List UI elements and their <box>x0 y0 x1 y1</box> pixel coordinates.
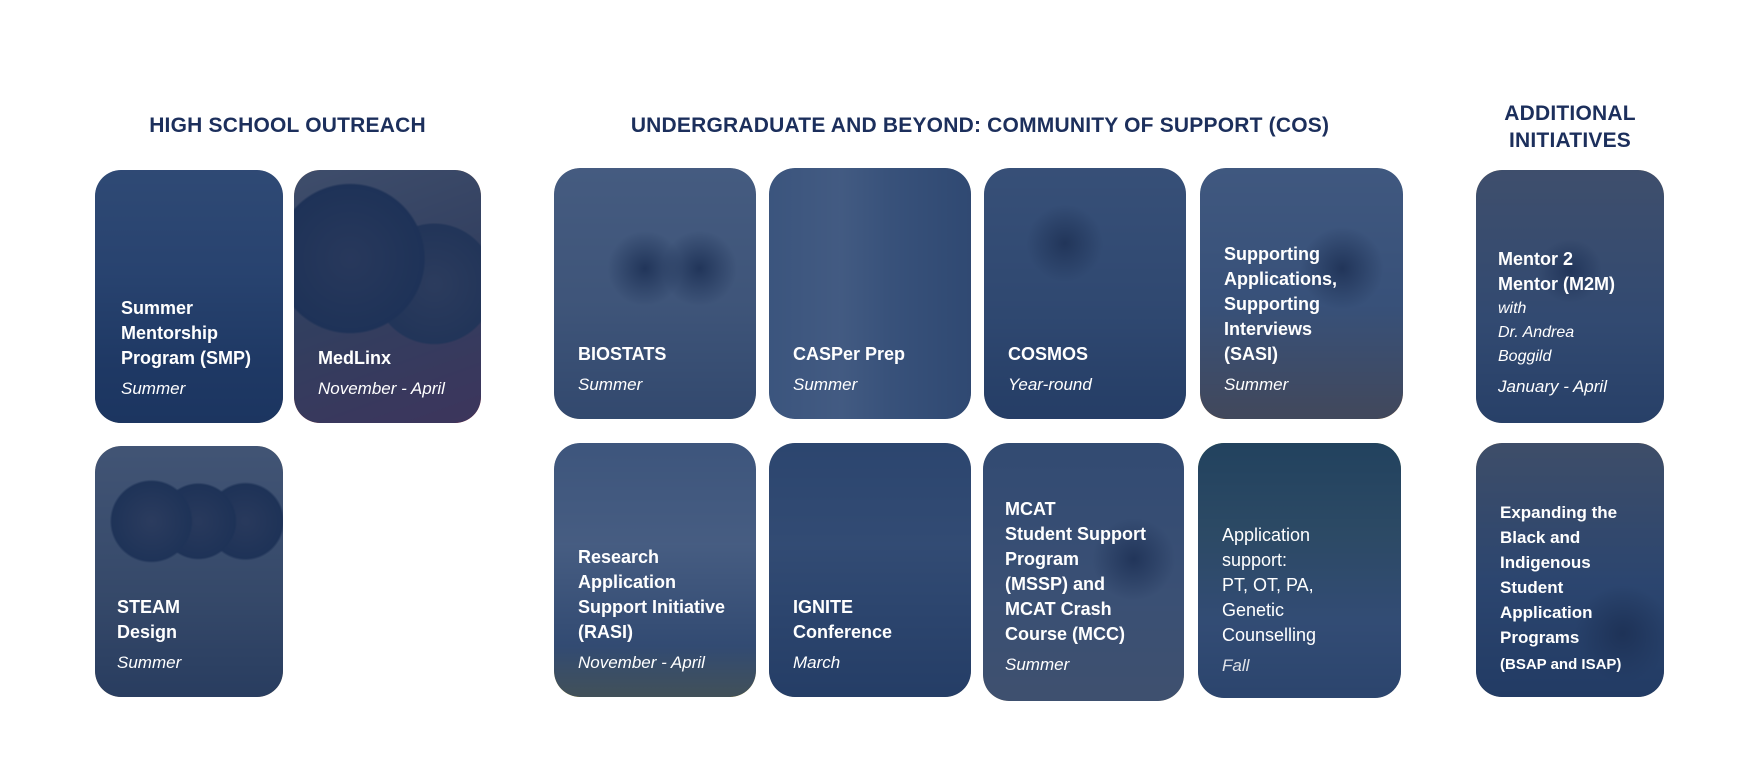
card-title: STEAM Design <box>117 597 180 642</box>
card-date: Summer <box>117 653 182 672</box>
card-cosmos[interactable]: COSMOS Year-round <box>984 168 1186 419</box>
card-title: Supporting Applications, Supporting Inte… <box>1224 244 1338 364</box>
card-date: Summer <box>1005 655 1070 674</box>
card-date: November - April <box>318 379 445 398</box>
card-title: Expanding the Black and Indigenous Stude… <box>1500 503 1618 647</box>
card-title: Research Application Support Initiative … <box>578 547 726 642</box>
card-date: Fall <box>1222 656 1250 675</box>
card-date: Summer <box>121 379 186 398</box>
card-medlinx[interactable]: MedLinx November - April <box>294 170 481 423</box>
heading-high-school-outreach: HIGH SCHOOL OUTREACH <box>149 114 426 137</box>
card-sasi[interactable]: Supporting Applications, Supporting Inte… <box>1200 168 1403 419</box>
card-mssp[interactable]: MCAT Student Support Program (MSSP) and … <box>983 443 1184 701</box>
card-smp[interactable]: Summer Mentorship Program (SMP) Summer <box>95 170 283 423</box>
card-note: (BSAP and ISAP) <box>1500 656 1622 673</box>
card-title: Application support: PT, OT, PA, Genetic… <box>1222 525 1317 645</box>
card-biostats[interactable]: BIOSTATS Summer <box>554 168 756 419</box>
card-with: with Dr. Andrea Boggild <box>1498 300 1575 365</box>
card-casper-prep[interactable]: CASPer Prep Summer <box>769 168 971 419</box>
heading-undergrad-cos: UNDERGRADUATE AND BEYOND: COMMUNITY OF S… <box>630 114 1330 137</box>
card-title: IGNITE Conference <box>793 597 893 642</box>
card-date: Year-round <box>1008 375 1092 394</box>
card-title: COSMOS <box>1008 344 1089 364</box>
card-title: BIOSTATS <box>578 344 667 364</box>
card-application-support[interactable]: Application support: PT, OT, PA, Genetic… <box>1198 443 1401 698</box>
card-steam-design[interactable]: STEAM Design Summer <box>95 446 283 697</box>
card-date: Summer <box>793 375 858 394</box>
card-ignite[interactable]: IGNITE Conference March <box>769 443 971 697</box>
card-date: Summer <box>578 375 643 394</box>
card-date: Summer <box>1224 375 1289 394</box>
card-date: March <box>793 653 841 672</box>
card-m2m[interactable]: Mentor 2 Mentor (M2M) with Dr. Andrea Bo… <box>1476 170 1664 423</box>
card-date: January - April <box>1498 377 1607 396</box>
heading-additional-initiatives: ADDITIONAL INITIATIVES <box>1504 102 1636 152</box>
card-title: MCAT Student Support Program (MSSP) and … <box>1005 499 1146 644</box>
card-title: CASPer Prep <box>793 344 906 364</box>
card-title: Summer Mentorship Program (SMP) <box>121 298 252 368</box>
card-date: November - April <box>578 653 705 672</box>
card-bsap-isap[interactable]: Expanding the Black and Indigenous Stude… <box>1476 443 1664 697</box>
card-title: MedLinx <box>318 348 392 368</box>
card-rasi[interactable]: Research Application Support Initiative … <box>554 443 756 697</box>
card-title: Mentor 2 Mentor (M2M) <box>1498 249 1615 294</box>
